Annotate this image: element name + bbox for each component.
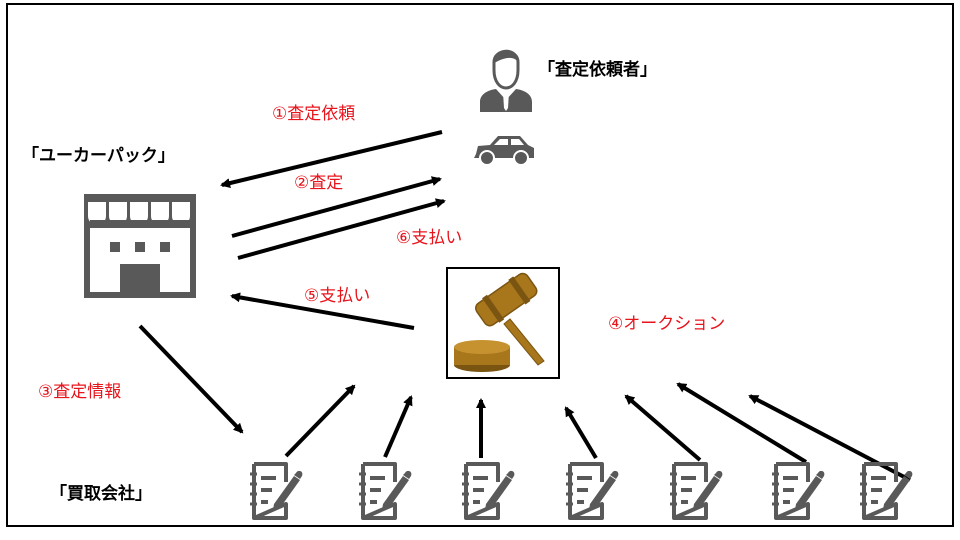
car-icon [474,136,534,166]
arrow-bid-2 [383,395,413,458]
document-pen-icon [462,462,515,520]
arrow-step6 [237,198,446,260]
arrow-bid-6 [676,382,808,464]
requester-label: 「査定依頼者」 [538,60,657,80]
document-pen-icon [566,462,619,520]
document-pen-icon [860,462,913,520]
step4-label: ④オークション [608,314,726,334]
document-pen-icon [670,462,723,520]
arrow-step5 [230,292,415,330]
document-pen-icon [359,462,412,520]
person-in-suit-icon [480,49,532,112]
document-pen-icon [772,462,825,520]
arrow-step2 [231,176,442,238]
gavel-icon [454,272,545,372]
outer-border [6,3,954,527]
arrow-step1 [220,130,443,188]
step3-label: ③査定情報 [38,382,122,402]
arrow-bid-1 [284,384,356,458]
step5-label: ⑤支払い [304,286,371,306]
auction-box [446,267,560,379]
step1-label: ①査定依頼 [272,104,356,124]
arrow-step3 [138,324,244,434]
arrow-bid-5 [624,394,702,462]
arrow-bid-4 [564,406,598,460]
step2-label: ②査定 [294,173,344,193]
storefront-icon [84,194,196,298]
userpack-label: 「ユーカーパック」 [22,146,175,166]
buyers-label: 「買取会社」 [50,484,152,504]
step6-label: ⑥支払い [396,228,463,248]
document-pen-icon [250,462,303,520]
